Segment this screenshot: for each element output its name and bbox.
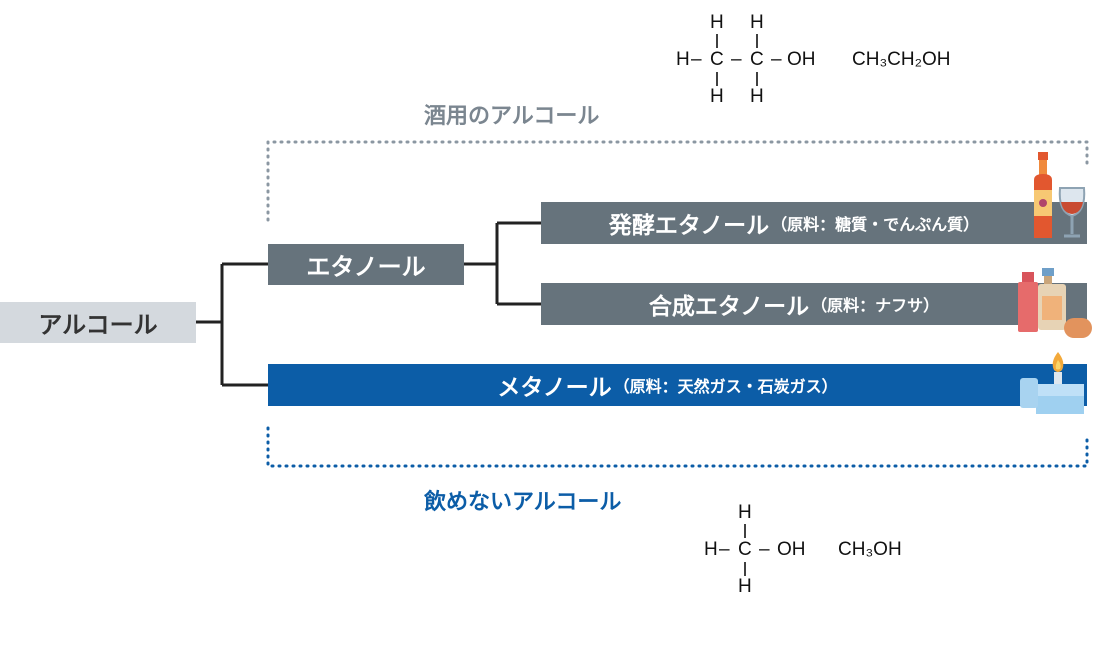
ethanol-h-top-1: H bbox=[710, 12, 724, 33]
drinkable-bracket bbox=[266, 140, 1089, 222]
fermentation-ethanol-note: （原料：糖質・でんぷん質） bbox=[771, 215, 980, 234]
ethanol-c-2: C bbox=[750, 49, 764, 70]
fermentation-ethanol-label: 発酵エタノール bbox=[608, 213, 770, 239]
drinkable-group-label: 酒用のアルコール bbox=[424, 104, 600, 129]
ethanol-h-bottom-2: H bbox=[750, 86, 764, 107]
methanol-h-left: H bbox=[704, 539, 718, 560]
synthetic-ethanol-note: （原料：ナフサ） bbox=[811, 296, 940, 315]
ethanol-dash-1: – bbox=[691, 49, 702, 70]
methanol-dash-1: – bbox=[719, 539, 730, 560]
methanol-dash-2: – bbox=[759, 539, 770, 560]
undrinkable-bracket bbox=[266, 426, 1089, 468]
ethanol-label: エタノール bbox=[306, 253, 426, 281]
methanol-note: （原料：天然ガス・石炭ガス） bbox=[613, 377, 838, 396]
ethanol-box: エタノール bbox=[268, 244, 464, 285]
alcohol-root-box: アルコール bbox=[0, 302, 196, 343]
perfume-cosmetics-icon bbox=[1018, 268, 1092, 338]
methanol-bonds bbox=[744, 524, 746, 576]
ethanol-h-left: H bbox=[676, 49, 690, 70]
synthetic-ethanol-label: 合成エタノール bbox=[648, 294, 810, 320]
ethanol-dash-3: – bbox=[771, 49, 782, 70]
methanol-h-bottom: H bbox=[738, 576, 752, 597]
wine-bottle-glass-icon bbox=[1034, 152, 1086, 238]
ethanol-condensed-formula: CH₃CH₂OH bbox=[852, 49, 951, 70]
ethanol-h-bottom-1: H bbox=[710, 86, 724, 107]
ethanol-bonds bbox=[716, 34, 758, 86]
methanol-oh: OH bbox=[777, 539, 806, 560]
ethanol-structural-formula: H H H – C – C – OH H H CH₃CH₂OH bbox=[676, 12, 976, 112]
ethanol-c-1: C bbox=[710, 49, 724, 70]
ethanol-dash-2: – bbox=[731, 49, 742, 70]
methanol-structural-formula: H H – C – OH H CH₃OH bbox=[704, 502, 944, 602]
methanol-box: メタノール（原料：天然ガス・石炭ガス） bbox=[268, 364, 1087, 406]
ethanol-h-top-2: H bbox=[750, 12, 764, 33]
methanol-label: メタノール bbox=[497, 375, 612, 401]
synthetic-ethanol-box: 合成エタノール（原料：ナフサ） bbox=[541, 283, 1087, 325]
undrinkable-group-label: 飲めないアルコール bbox=[424, 490, 622, 515]
methanol-h-top: H bbox=[738, 502, 752, 523]
methanol-c: C bbox=[738, 539, 752, 560]
methanol-condensed-formula: CH₃OH bbox=[838, 539, 902, 560]
ethanol-oh: OH bbox=[787, 49, 816, 70]
fermentation-ethanol-box: 発酵エタノール（原料：糖質・でんぷん質） bbox=[541, 202, 1087, 244]
alcohol-root-label: アルコール bbox=[38, 311, 158, 339]
alcohol-lamp-icon bbox=[1020, 352, 1084, 414]
